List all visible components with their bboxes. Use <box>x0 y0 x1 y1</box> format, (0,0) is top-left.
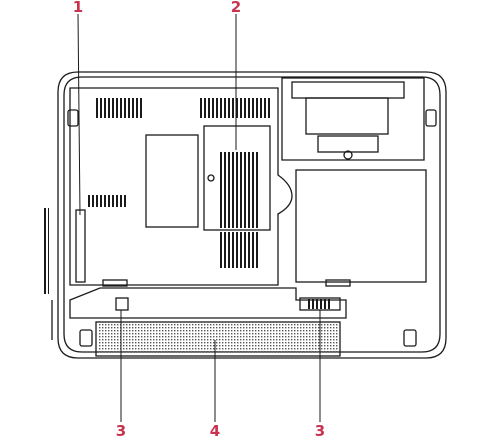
left-side-vent <box>43 208 49 294</box>
drive-bay-cover <box>281 77 425 161</box>
battery-pack <box>95 321 341 357</box>
callout-4: 4 <box>209 422 221 440</box>
battery-latch-left-body <box>115 297 129 311</box>
drive-bay-tab <box>317 135 379 153</box>
vent-right <box>200 98 270 118</box>
foot-top-right <box>425 109 437 127</box>
foot-bottom-left <box>79 329 93 347</box>
callout-3-left: 3 <box>115 422 127 440</box>
battery-lock-slider-grip <box>306 299 330 309</box>
main-cover-panel <box>69 87 293 286</box>
leader-line-1 <box>77 13 81 216</box>
hdd-cover <box>295 169 427 283</box>
callout-2: 2 <box>230 0 242 16</box>
battery-frame <box>69 287 347 319</box>
hdd-label <box>325 279 351 287</box>
drive-bay-screw <box>343 150 353 160</box>
memory-slot-cover <box>203 125 271 231</box>
memory-screw <box>207 174 215 182</box>
panel-label <box>102 279 128 287</box>
foot-bottom-right <box>403 329 417 347</box>
chassis-inner-outline <box>63 76 441 353</box>
foot-top-left <box>67 109 79 127</box>
vent-left <box>96 98 144 118</box>
chassis-outline <box>57 71 447 359</box>
callout-3-right: 3 <box>314 422 326 440</box>
vent-bottom-left <box>86 195 126 207</box>
memory-vent-lower <box>220 232 260 268</box>
drive-bay-notch <box>291 81 405 99</box>
access-slot <box>75 209 86 283</box>
callout-1: 1 <box>72 0 84 16</box>
drive-bay-lid <box>305 97 389 135</box>
battery-grille <box>98 324 338 354</box>
memory-vent-upper <box>220 152 260 228</box>
memory-cover-frame <box>145 134 199 228</box>
